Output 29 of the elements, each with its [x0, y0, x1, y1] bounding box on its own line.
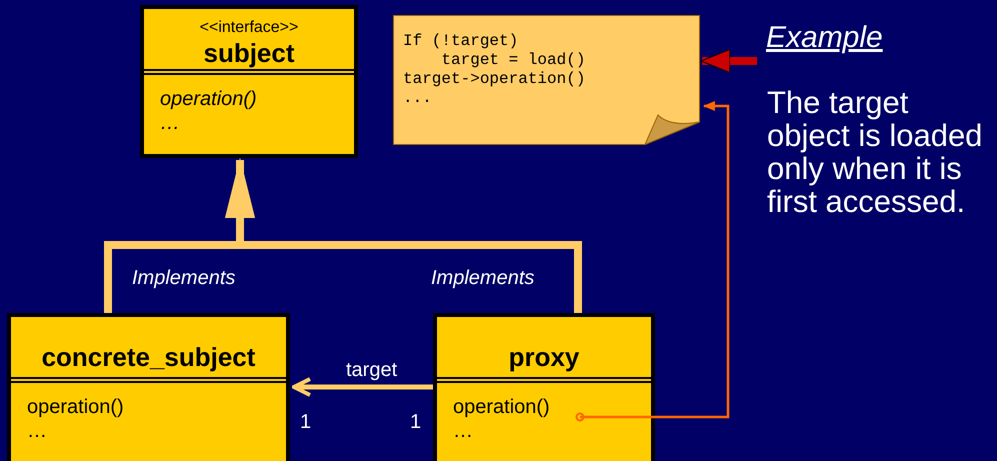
edge-label: target	[346, 358, 398, 382]
class-name: proxy	[508, 341, 580, 373]
connector-arrow	[700, 49, 757, 73]
edge-label: Implements	[431, 266, 534, 290]
class-box	[433, 313, 655, 461]
heading-text: Example	[766, 20, 883, 56]
code-line: target = load()	[440, 51, 586, 70]
edge-label: Implements	[132, 266, 236, 290]
ellipsis-text: …	[27, 419, 47, 443]
stereotype-label: <<interface>>	[200, 19, 298, 37]
multiplicity-label: 1	[300, 410, 312, 434]
class-name: concrete_subject	[42, 341, 256, 373]
note-box	[393, 15, 700, 145]
class-box	[140, 5, 358, 158]
connector-arrow	[225, 158, 582, 313]
class-name: subject	[203, 37, 295, 69]
description-text: The target object is loaded only when it is first accessed.	[767, 86, 984, 218]
class-box	[7, 313, 290, 461]
code-line: ...	[403, 89, 432, 108]
code-line: If (!target)	[403, 32, 518, 51]
multiplicity-label: 1	[410, 410, 422, 434]
code-line: target->operation()	[403, 70, 586, 89]
ellipsis-text: …	[453, 419, 473, 443]
method-name: operation()	[160, 87, 257, 111]
method-name: operation()	[27, 395, 124, 419]
method-name: operation()	[453, 395, 550, 419]
ellipsis-text: …	[160, 111, 180, 135]
connector-arrow	[576, 101, 730, 422]
connector-arrow	[292, 377, 433, 397]
